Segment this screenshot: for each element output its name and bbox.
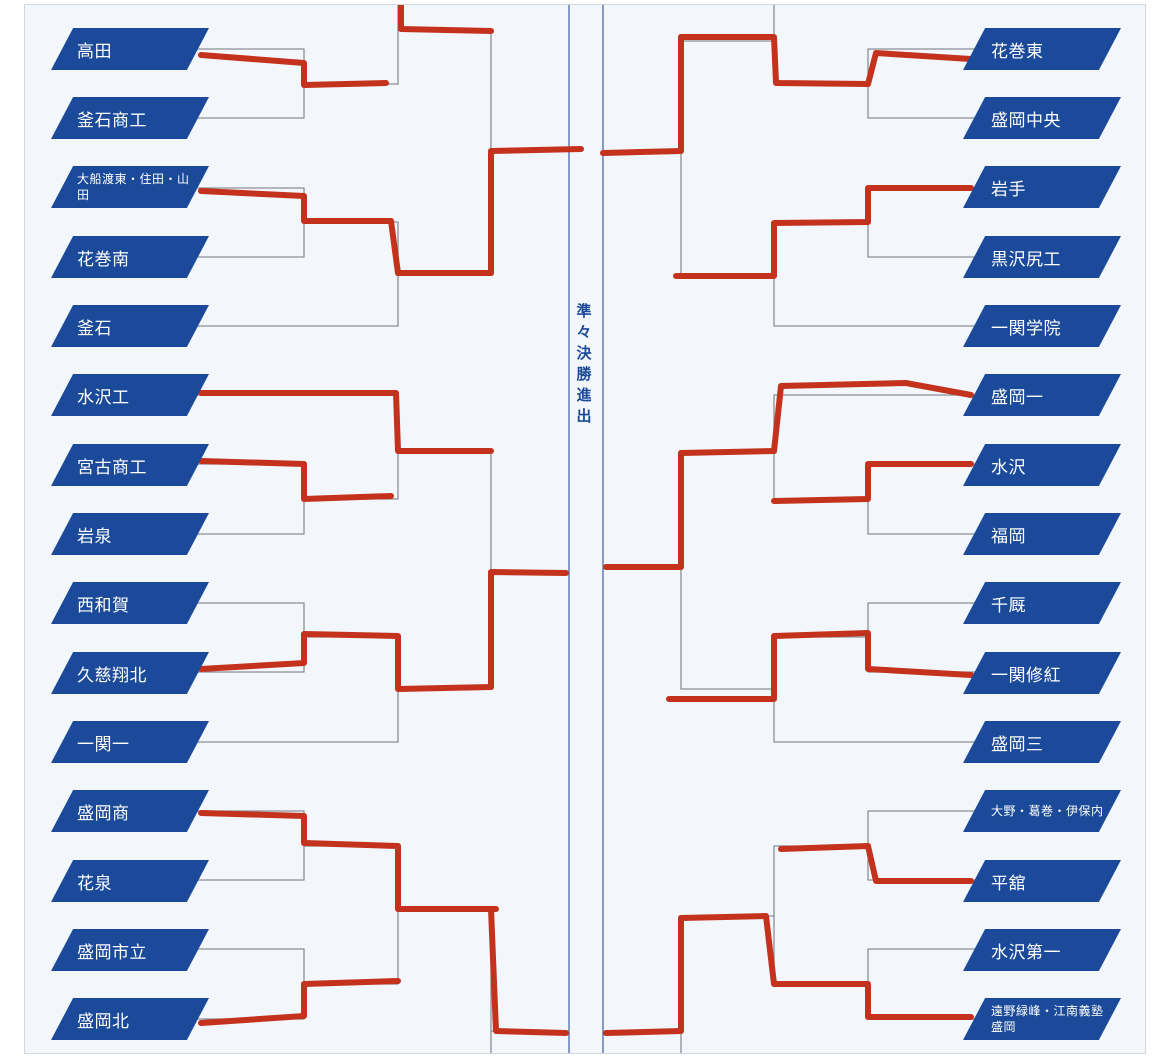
team-name: 釜石商工 [77, 110, 147, 131]
winner-line [666, 630, 974, 702]
team-right-12[interactable]: 大野・葛巻・伊保内 [963, 790, 1121, 832]
team-left-10[interactable]: 久慈翔北 [51, 652, 209, 694]
winner-line [198, 188, 494, 276]
winner-line [678, 34, 974, 87]
team-name: 花巻南 [77, 249, 130, 270]
team-name: 水沢 [991, 457, 1026, 478]
team-right-13[interactable]: 平舘 [963, 860, 1121, 902]
team-right-8[interactable]: 福岡 [963, 513, 1121, 555]
winner-line [678, 380, 974, 456]
team-left-1[interactable]: 高田 [51, 28, 209, 70]
team-left-15[interactable]: 盛岡北 [51, 998, 209, 1040]
team-left-6[interactable]: 水沢工 [51, 374, 209, 416]
winner-line [198, 458, 394, 502]
team-right-3[interactable]: 岩手 [963, 166, 1121, 208]
team-name: 花泉 [77, 873, 112, 894]
winner-line [198, 390, 494, 454]
label-char: 出 [576, 407, 592, 425]
team-right-11[interactable]: 盛岡三 [963, 721, 1121, 763]
team-name: 盛岡市立 [77, 942, 147, 963]
team-name: 盛岡商 [77, 803, 130, 824]
team-name: 水沢第一 [991, 942, 1061, 963]
team-right-1[interactable]: 花巻東 [963, 28, 1121, 70]
winner-line [603, 915, 684, 1036]
winner-line [398, 5, 494, 34]
team-name: 花巻東 [991, 41, 1044, 62]
team-name: 黒沢尻工 [991, 249, 1061, 270]
winner-line [603, 450, 684, 570]
team-name: 久慈翔北 [77, 665, 147, 686]
team-name: 西和賀 [77, 595, 130, 616]
team-right-4[interactable]: 黒沢尻工 [963, 236, 1121, 278]
team-left-8[interactable]: 岩泉 [51, 513, 209, 555]
winner-line [600, 34, 684, 156]
team-left-14[interactable]: 盛岡市立 [51, 929, 209, 971]
winner-paths [198, 5, 974, 1036]
team-name: 大船渡東・住田・山田 [77, 172, 190, 202]
winner-line [198, 52, 389, 88]
team-right-5[interactable]: 一関学院 [963, 305, 1121, 347]
label-char: 進 [576, 386, 592, 404]
team-left-7[interactable]: 宮古商工 [51, 444, 209, 486]
winner-line [488, 146, 584, 276]
team-left-5[interactable]: 釜石 [51, 305, 209, 347]
team-name: 平舘 [991, 873, 1026, 894]
winner-line [771, 461, 974, 504]
team-name: 盛岡北 [77, 1011, 130, 1032]
team-right-6[interactable]: 盛岡一 [963, 374, 1121, 416]
team-name: 水沢工 [77, 387, 130, 408]
label-char: 々 [576, 323, 592, 341]
tournament-bracket: 高田 釜石商工 大船渡東・住田・山田 花巻南 釜石 水沢工 宮古商工 岩泉 西和… [24, 4, 1146, 1054]
team-left-3[interactable]: 大船渡東・住田・山田 [51, 166, 209, 208]
team-left-11[interactable]: 一関一 [51, 721, 209, 763]
winner-line [198, 810, 499, 912]
team-right-9[interactable]: 千厩 [963, 582, 1121, 624]
winner-line [488, 906, 569, 1036]
team-name: 岩泉 [77, 526, 112, 547]
team-right-2[interactable]: 盛岡中央 [963, 97, 1121, 139]
team-right-14[interactable]: 水沢第一 [963, 929, 1121, 971]
label-char: 勝 [576, 365, 592, 383]
label-char: 決 [576, 344, 592, 362]
team-name: 千厩 [991, 595, 1026, 616]
team-left-9[interactable]: 西和賀 [51, 582, 209, 624]
team-name: 釜石 [77, 318, 112, 339]
team-name: 高田 [77, 41, 112, 62]
team-name: 盛岡一 [991, 387, 1044, 408]
team-right-10[interactable]: 一関修紅 [963, 652, 1121, 694]
team-left-4[interactable]: 花巻南 [51, 236, 209, 278]
quarterfinal-label: 準 々 決 勝 進 出 [573, 301, 595, 427]
team-name: 盛岡三 [991, 734, 1044, 755]
team-left-2[interactable]: 釜石商工 [51, 97, 209, 139]
winner-line [778, 843, 974, 884]
team-name: 宮古商工 [77, 457, 147, 478]
winner-line [678, 913, 974, 1020]
team-name: 大野・葛巻・伊保内 [991, 804, 1104, 818]
team-left-13[interactable]: 花泉 [51, 860, 209, 902]
winner-line [673, 185, 974, 279]
winner-line [198, 631, 494, 692]
team-right-7[interactable]: 水沢 [963, 444, 1121, 486]
team-name: 福岡 [991, 526, 1026, 547]
team-left-12[interactable]: 盛岡商 [51, 790, 209, 832]
team-right-15[interactable]: 遠野緑峰・江南義塾盛岡 [963, 998, 1121, 1040]
team-name: 一関学院 [991, 318, 1061, 339]
team-name: 一関修紅 [991, 665, 1061, 686]
team-name: 一関一 [77, 734, 130, 755]
team-name: 遠野緑峰・江南義塾盛岡 [991, 1004, 1104, 1034]
team-name: 盛岡中央 [991, 110, 1061, 131]
team-name: 岩手 [991, 179, 1026, 200]
label-char: 準 [576, 302, 592, 320]
winner-line [198, 978, 401, 1026]
winner-line [488, 569, 569, 690]
